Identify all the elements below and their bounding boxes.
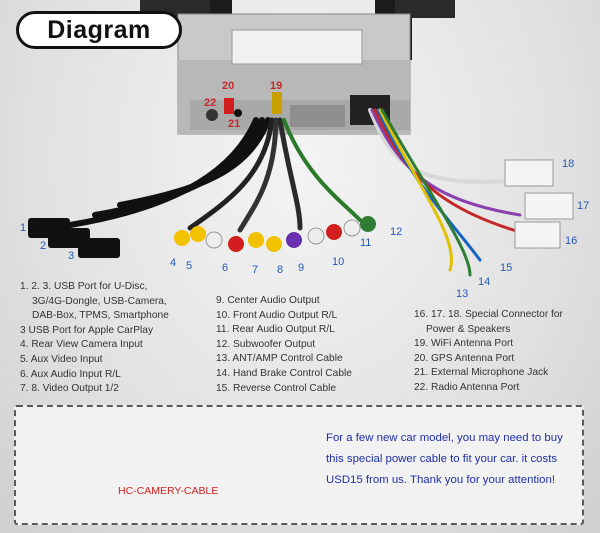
callout-5: 5 [186, 260, 193, 272]
legend-line: 11. Rear Audio Output R/L [216, 324, 335, 336]
callout-20: 20 [222, 80, 235, 92]
callout-4: 4 [170, 257, 177, 269]
power-cable-notice: For a few new car model, you may need to… [326, 432, 563, 486]
callout-14: 14 [478, 276, 491, 288]
legend-line: 13. ANT/AMP Control Cable [216, 353, 343, 365]
legend-line: 3G/4G-Dongle, USB-Camera, [32, 295, 167, 307]
antenna-ports [206, 92, 282, 121]
callout-7: 7 [252, 264, 259, 276]
callout-2: 2 [40, 240, 47, 252]
legend-line: 9. Center Audio Output [216, 295, 320, 306]
head-unit [140, 0, 455, 135]
callout-18: 18 [562, 158, 575, 170]
callout-15: 15 [500, 262, 513, 274]
legend-line: 16. 17. 18. Special Connector for [414, 309, 563, 320]
legend-line: 6. Aux Audio Input R/L [20, 368, 121, 380]
callout-3: 3 [68, 250, 75, 262]
callout-1: 1 [20, 222, 27, 234]
cable-bundle [67, 108, 532, 277]
legend-column-2: 9. Center Audio Output 10. Front Audio O… [216, 294, 352, 396]
legend-column-1: 1. 2. 3. USB Port for U-Disc, 3G/4G-Dong… [20, 280, 169, 397]
legend-line: 19. WiFi Antenna Port [414, 338, 514, 350]
legend-line: DAB-Box, TPMS, Smartphone [32, 310, 169, 322]
legend-line: 7. 8. Video Output 1/2 [20, 383, 119, 395]
callout-19: 19 [270, 80, 283, 92]
callout-9: 9 [298, 262, 305, 274]
callout-10: 10 [332, 256, 345, 268]
legend-line: 10. Front Audio Output R/L [216, 309, 338, 321]
legend-line: 14. Hand Brake Control Cable [216, 367, 352, 379]
cable-label: HC-CAMERY-CABLE [118, 485, 219, 497]
legend-line: 20. GPS Antenna Port [414, 352, 515, 364]
callout-17: 17 [577, 200, 590, 212]
callout-6: 6 [222, 262, 229, 274]
callout-11: 11 [360, 237, 372, 249]
callout-16: 16 [565, 235, 578, 247]
legend-line: 15. Reverse Control Cable [216, 382, 337, 394]
usb-connectors [28, 218, 120, 258]
legend-column-3: 16. 17. 18. Special Connector for Power … [414, 308, 563, 396]
callout-22: 22 [204, 97, 217, 109]
legend-line: 12. Subwoofer Output [216, 338, 316, 350]
callout-12: 12 [390, 226, 403, 238]
diagram-title: Diagram [16, 11, 182, 49]
special-connectors [504, 159, 574, 249]
optional-cable-panel [14, 405, 584, 525]
callout-21: 21 [228, 118, 241, 130]
legend-line: 1. 2. 3. USB Port for U-Disc, [20, 281, 148, 292]
callout-13: 13 [456, 288, 469, 300]
legend-line: 4. Rear View Camera Input [20, 339, 143, 351]
legend-line: 22. Radio Antenna Port [414, 381, 520, 393]
legend-line: Power & Speakers [426, 323, 511, 335]
legend-line: 5. Aux Video Input [20, 353, 103, 365]
callout-8: 8 [277, 264, 284, 276]
legend-line: 3 USB Port for Apple CarPlay [20, 324, 154, 336]
rca-connectors [174, 216, 376, 252]
legend-line: 21. External Microphone Jack [414, 367, 549, 379]
